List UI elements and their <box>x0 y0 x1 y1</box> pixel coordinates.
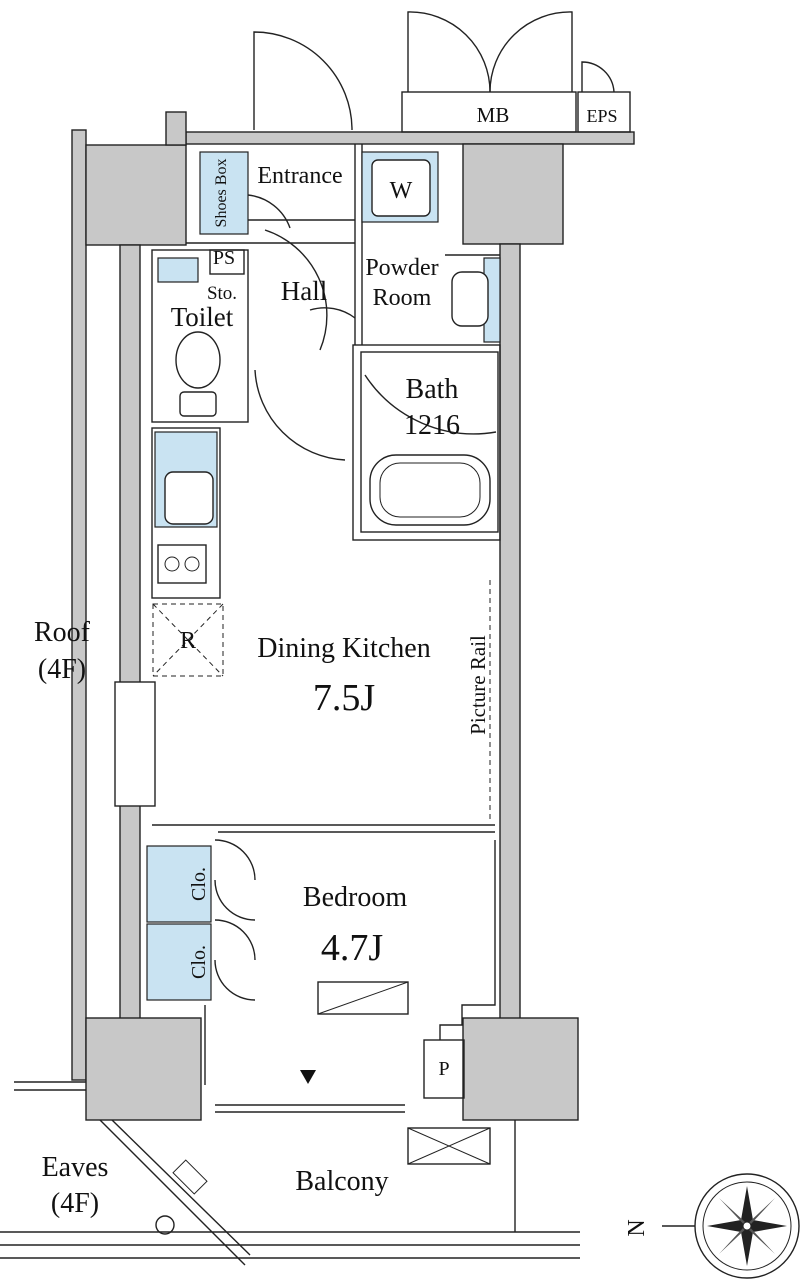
dining-kitchen-label: Dining Kitchen <box>257 633 430 664</box>
balcony-area <box>0 1081 580 1266</box>
shoes-box <box>199 151 249 235</box>
column-bottom-left <box>85 1017 202 1121</box>
eps-label: EPS <box>586 106 617 126</box>
top-wall <box>185 131 635 145</box>
left-outer-wall <box>71 129 87 1081</box>
doors <box>214 11 615 1001</box>
eaves-label-line1: Eaves <box>42 1152 109 1183</box>
washer <box>371 159 431 217</box>
shaft-tab <box>165 111 187 146</box>
bath-label: Bath <box>406 374 459 405</box>
structure <box>71 111 635 1121</box>
eps-box <box>577 91 631 133</box>
column-top-left <box>85 144 187 246</box>
room-labels: Entrance PS Sto. Toilet Hall Powder Room… <box>171 163 490 1197</box>
toilet-bowl <box>175 331 221 389</box>
shoes-box-label: Shoes Box <box>213 159 230 228</box>
powder-basin <box>451 271 489 327</box>
bedroom-label: Bedroom <box>303 882 407 913</box>
washer-label: W <box>390 178 413 204</box>
side-window <box>114 681 156 807</box>
bath-size-label: 1216 <box>404 410 460 441</box>
right-wall <box>499 243 521 1021</box>
hatch-icon <box>172 1159 208 1195</box>
roof-label-line2: (4F) <box>38 654 86 685</box>
powder-room-label-line2: Room <box>373 285 432 311</box>
bedroom-size-label: 4.7J <box>321 927 383 969</box>
closet-1 <box>146 845 212 923</box>
hall-label: Hall <box>281 276 328 306</box>
drain-icon <box>155 1215 175 1235</box>
compass <box>662 1173 800 1279</box>
stove <box>157 544 207 584</box>
left-inner-wall <box>119 244 141 1021</box>
mb-label: MB <box>477 103 510 127</box>
powder-room-label-line1: Powder <box>365 255 438 281</box>
ps-label: PS <box>213 247 235 269</box>
closet-1-label: Clo. <box>188 867 210 901</box>
toilet-tank <box>179 391 217 417</box>
toilet-label: Toilet <box>171 302 234 332</box>
mb-box <box>401 91 577 133</box>
dining-kitchen-size-label: 7.5J <box>313 677 375 719</box>
entrance-label: Entrance <box>257 163 342 189</box>
kitchen-sink <box>164 471 214 525</box>
storage-label: Sto. <box>207 283 237 304</box>
entrance-marker-icon <box>300 1070 316 1084</box>
meter-boxes: MB EPS <box>401 91 631 133</box>
closet-2-label: Clo. <box>188 945 210 979</box>
column-top-right <box>462 143 564 245</box>
ps-box <box>209 249 245 275</box>
refrigerator-label: R <box>180 628 196 654</box>
fixtures: Shoes Box <box>114 151 501 1165</box>
toilet-sink <box>157 257 199 283</box>
refrigerator-space <box>152 603 224 677</box>
eaves-label-line2: (4F) <box>51 1188 99 1219</box>
column-bottom-right <box>462 1017 579 1121</box>
roof-label-line1: Roof <box>34 617 91 648</box>
north-label: N <box>624 1219 650 1236</box>
pipe-space-label: P <box>438 1058 449 1080</box>
outside-labels: Roof (4F) Eaves (4F) <box>34 617 108 1219</box>
balcony-label: Balcony <box>295 1166 388 1197</box>
closet-2 <box>146 923 212 1001</box>
bathtub <box>369 454 491 526</box>
picture-rail-label: Picture Rail <box>466 635 490 735</box>
